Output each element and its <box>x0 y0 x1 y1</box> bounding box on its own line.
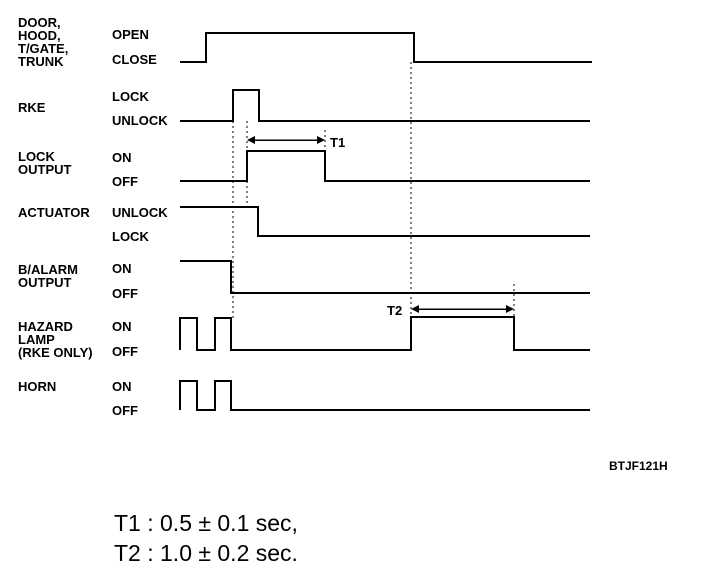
waveform-horn <box>179 380 590 411</box>
waveform-lock-output <box>180 150 590 182</box>
formula-t2-label: T2 <box>114 540 141 566</box>
t2-label: T2 <box>387 303 403 318</box>
state-high-lock-output: ON <box>112 150 132 165</box>
t2-arrow <box>411 305 514 313</box>
state-low-lock-output: OFF <box>112 174 138 189</box>
waveform-b-alarm-output <box>180 260 590 294</box>
waveform-door <box>180 32 592 63</box>
t1-label: T1 <box>330 135 346 150</box>
state-high-horn: ON <box>112 379 132 394</box>
state-high-hazard-lamp: ON <box>112 319 132 334</box>
state-high-rke: LOCK <box>112 89 149 104</box>
formula-t1: T1 : 0.5 ± 0.1 sec, <box>114 510 298 537</box>
state-high-actuator: UNLOCK <box>112 205 168 220</box>
state-low-rke: UNLOCK <box>112 113 168 128</box>
state-low-door: CLOSE <box>112 52 157 67</box>
formula-t1-label: T1 <box>114 510 141 536</box>
signal-name-actuator: ACTUATOR <box>18 205 90 220</box>
waveform-hazard-lamp <box>179 316 590 351</box>
state-high-b-alarm-output: ON <box>112 261 132 276</box>
state-low-actuator: LOCK <box>112 229 149 244</box>
figure-code: BTJF121H <box>609 459 668 473</box>
formula-t1-sep: : <box>147 510 154 536</box>
formula-t2-value: 1.0 ± 0.2 sec. <box>160 540 298 566</box>
signal-name-b-alarm-output: B/ALARM OUTPUT <box>18 262 78 290</box>
state-low-b-alarm-output: OFF <box>112 286 138 301</box>
signal-name-lock-output: LOCK OUTPUT <box>18 149 72 177</box>
formula-t1-value: 0.5 ± 0.1 sec, <box>160 510 298 536</box>
state-high-door: OPEN <box>112 27 149 42</box>
formula-t2-sep: : <box>147 540 154 566</box>
state-low-horn: OFF <box>112 403 138 418</box>
signal-name-hazard-lamp: HAZARD LAMP (RKE ONLY) <box>18 319 93 360</box>
signal-name-horn: HORN <box>18 379 57 394</box>
waveform-rke <box>180 89 590 122</box>
formula-t2: T2 : 1.0 ± 0.2 sec. <box>114 540 298 567</box>
signal-name-rke: RKE <box>18 100 46 115</box>
state-low-hazard-lamp: OFF <box>112 344 138 359</box>
waveform-actuator <box>180 206 590 237</box>
t1-arrow <box>247 136 325 144</box>
signal-name-door: DOOR, HOOD, T/GATE, TRUNK <box>18 15 69 69</box>
